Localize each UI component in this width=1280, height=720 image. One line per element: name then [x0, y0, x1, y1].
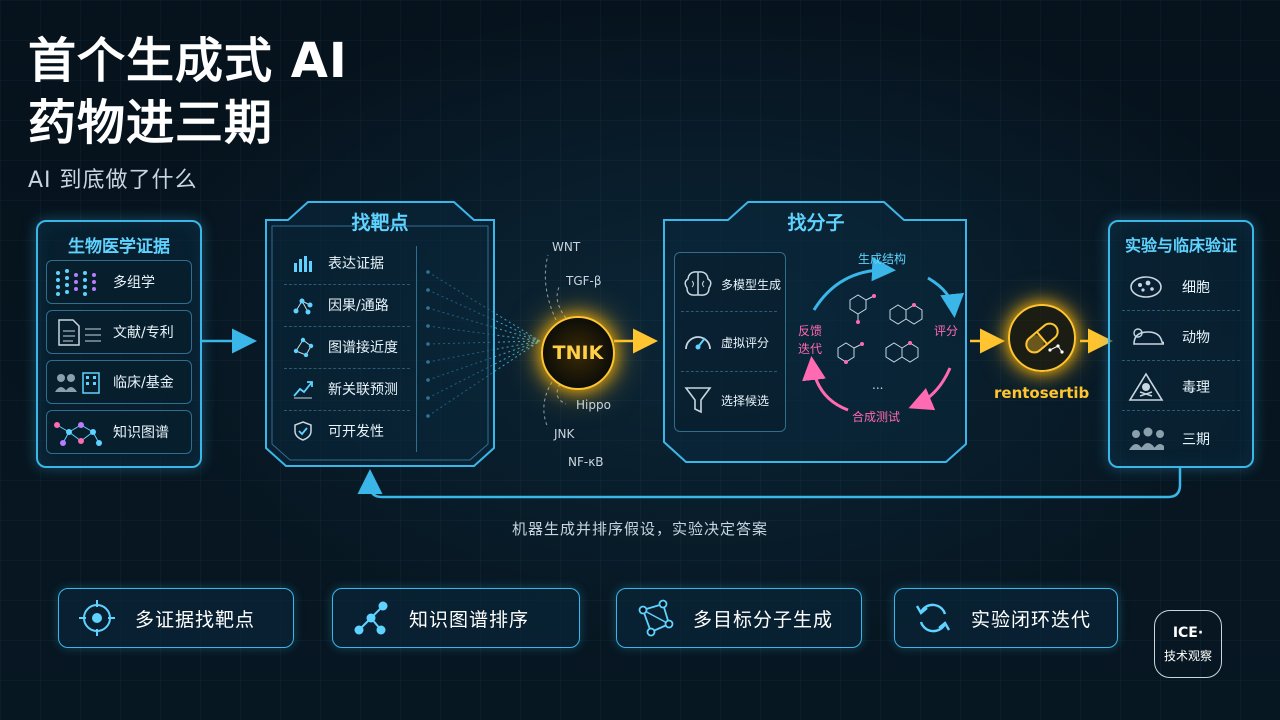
cycle-label-score: 评分 — [934, 324, 959, 338]
molecule-steps-list: 多模型生成 虚拟评分 选择候选 — [674, 252, 786, 432]
validation-title: 实验与临床验证 — [1124, 236, 1237, 255]
validation-panel: 实验与临床验证 细胞 动物 毒理 三期 — [1108, 220, 1254, 468]
bottom-multi-target-generation[interactable]: 多目标分子生成 — [616, 588, 862, 648]
divider — [284, 284, 410, 286]
target-hippo: Hippo — [576, 398, 611, 412]
title-line-2: 药物进三期 — [28, 95, 274, 151]
target-jnk: JNK — [554, 427, 575, 441]
drug-capsule[interactable] — [1008, 304, 1076, 372]
divider — [284, 368, 410, 370]
divider — [1122, 310, 1240, 312]
evidence-item-label: 知识图谱 — [113, 425, 169, 441]
validation-item-toxicology[interactable]: 毒理 — [1128, 372, 1210, 402]
tnik-hub[interactable]: TNIK — [541, 316, 615, 390]
cycle-ellipsis: ... — [872, 378, 884, 392]
cycle-arc-top-left — [812, 257, 896, 311]
target-links — [543, 254, 567, 429]
loop-note: 机器生成并排序假设，实验决定答案 — [511, 520, 768, 538]
target-panel-divider — [416, 246, 417, 452]
people-building-icon — [55, 372, 100, 394]
target-panel-frame — [265, 201, 495, 467]
evidence-panel: 生物医学证据 多组学 文献/专利 临床/基金 知识图谱 — [36, 220, 202, 468]
molecule-structures — [837, 294, 923, 363]
trend-icon — [290, 378, 316, 400]
divider — [284, 326, 410, 328]
evidence-item-knowledge-graph[interactable]: 知识图谱 — [46, 410, 192, 454]
target-criterion-causal[interactable]: 因果/通路 — [290, 294, 389, 316]
evidence-item-label: 临床/基金 — [113, 375, 174, 391]
evidence-title: 生物医学证据 — [68, 237, 170, 257]
divider — [284, 410, 410, 412]
shield-check-icon — [290, 420, 316, 442]
refresh-cycle-icon — [913, 598, 953, 638]
funnel-icon — [681, 383, 715, 417]
badge-line-2: 技术观察 — [1163, 648, 1212, 663]
molecule-polygon-icon — [635, 598, 675, 638]
evidence-item-label: 多组学 — [113, 275, 155, 291]
target-tgf-beta: TGF-β — [566, 274, 602, 288]
divider — [1122, 360, 1240, 362]
bottom-experiment-loop[interactable]: 实验闭环迭代 — [894, 588, 1118, 648]
cycle-label-feedback: 反馈 迭代 — [798, 324, 823, 356]
target-wnt: WNT — [552, 240, 581, 254]
validation-item-phase3[interactable]: 三期 — [1128, 424, 1210, 454]
generation-cycle — [802, 257, 965, 412]
document-icon — [58, 319, 101, 346]
bottom-knowledge-graph-ranking[interactable]: 知识图谱排序 — [332, 588, 580, 648]
target-panel-title: 找靶点 — [351, 212, 409, 234]
group-icon — [1128, 424, 1164, 454]
evidence-item-literature[interactable]: 文献/专利 — [46, 310, 192, 354]
evidence-item-label: 文献/专利 — [113, 325, 174, 341]
graph-icon — [290, 336, 316, 358]
toxic-warning-icon — [1128, 372, 1164, 402]
target-criteria-list: 表达证据 因果/通路 图谱接近度 新关联预测 可开发性 — [276, 236, 416, 452]
target-criterion-expression[interactable]: 表达证据 — [290, 252, 384, 274]
molecule-panel-title: 找分子 — [787, 212, 845, 234]
ice-badge: ICE· 技术观察 — [1154, 610, 1222, 678]
target-criterion-new-association[interactable]: 新关联预测 — [290, 378, 398, 400]
target-nf-kb: NF-κB — [568, 455, 604, 469]
divider — [681, 371, 777, 373]
feedback-loop-arrow — [357, 466, 1182, 499]
evidence-item-omics[interactable]: 多组学 — [46, 260, 192, 304]
step-multi-model-generation[interactable]: 多模型生成 — [681, 267, 781, 301]
cycle-arc-bottom-right — [908, 367, 952, 411]
gauge-icon — [681, 325, 715, 359]
crosshair-icon — [77, 598, 117, 638]
cycle-arc-top-right — [927, 276, 965, 318]
bottom-multi-evidence-target[interactable]: 多证据找靶点 — [58, 588, 294, 648]
page-title: 首个生成式 AI 药物进三期 — [28, 30, 348, 154]
target-criterion-developability[interactable]: 可开发性 — [290, 420, 384, 442]
cycle-label-synthesis: 合成测试 — [852, 410, 901, 424]
step-virtual-scoring[interactable]: 虚拟评分 — [681, 325, 769, 359]
bar-chart-icon — [290, 252, 316, 274]
cycle-arc-bottom-left — [802, 356, 849, 412]
step-candidate-selection[interactable]: 选择候选 — [681, 383, 769, 417]
brain-icon — [681, 267, 715, 301]
mouse-icon — [1128, 322, 1164, 352]
pathway-icon — [290, 294, 316, 316]
drug-name: rentosertib — [994, 384, 1090, 402]
cycle-label-generate: 生成结构 — [858, 252, 907, 266]
capsule-icon — [1025, 322, 1064, 354]
graph-nodes-icon — [351, 598, 391, 638]
badge-line-1: ICE· — [1172, 624, 1204, 641]
target-criterion-graph-proximity[interactable]: 图谱接近度 — [290, 336, 398, 358]
title-line-1: 首个生成式 AI — [28, 33, 348, 89]
petri-dish-icon — [1128, 272, 1164, 302]
divider — [1122, 410, 1240, 412]
divider — [681, 311, 777, 313]
page-subtitle: AI 到底做了什么 — [28, 168, 198, 193]
validation-item-animal[interactable]: 动物 — [1128, 322, 1210, 352]
validation-item-cell[interactable]: 细胞 — [1128, 272, 1210, 302]
omics-dots-icon — [56, 269, 96, 296]
network-icon — [54, 422, 102, 446]
evidence-item-clinical[interactable]: 临床/基金 — [46, 360, 192, 404]
